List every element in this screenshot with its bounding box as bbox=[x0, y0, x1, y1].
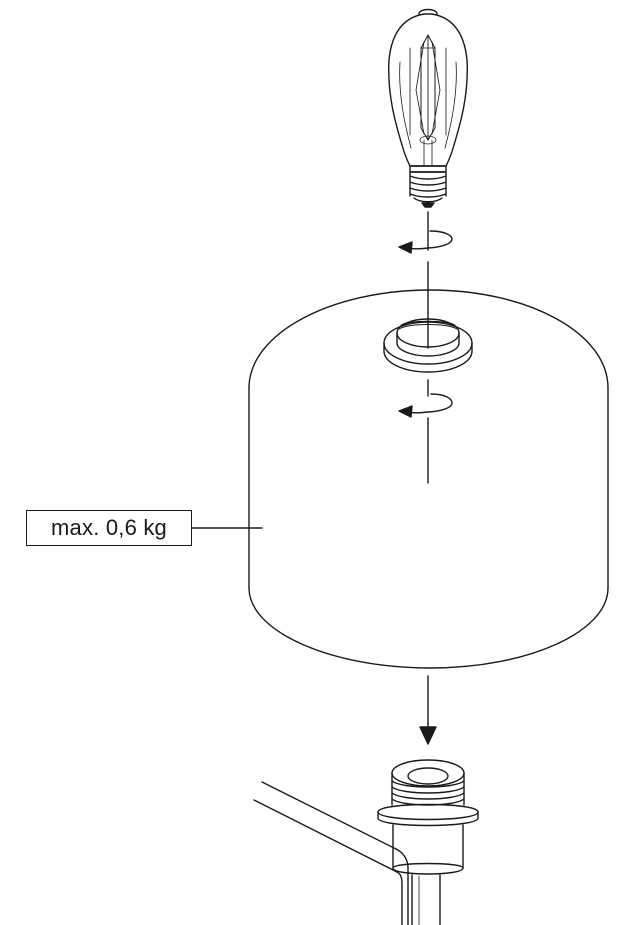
rotate-counterclockwise-arrow-icon bbox=[398, 230, 453, 254]
max-weight-label: max. 0,6 kg bbox=[26, 510, 192, 546]
edison-bulb-icon bbox=[388, 8, 468, 208]
power-cord-icon bbox=[253, 781, 409, 925]
move-down-arrow-icon bbox=[419, 675, 437, 745]
lamp-shade bbox=[248, 289, 609, 669]
lamp-socket-icon bbox=[377, 759, 479, 925]
rotate-counterclockwise-arrow-icon-2 bbox=[398, 393, 453, 418]
shade-ring-icon bbox=[383, 318, 473, 373]
